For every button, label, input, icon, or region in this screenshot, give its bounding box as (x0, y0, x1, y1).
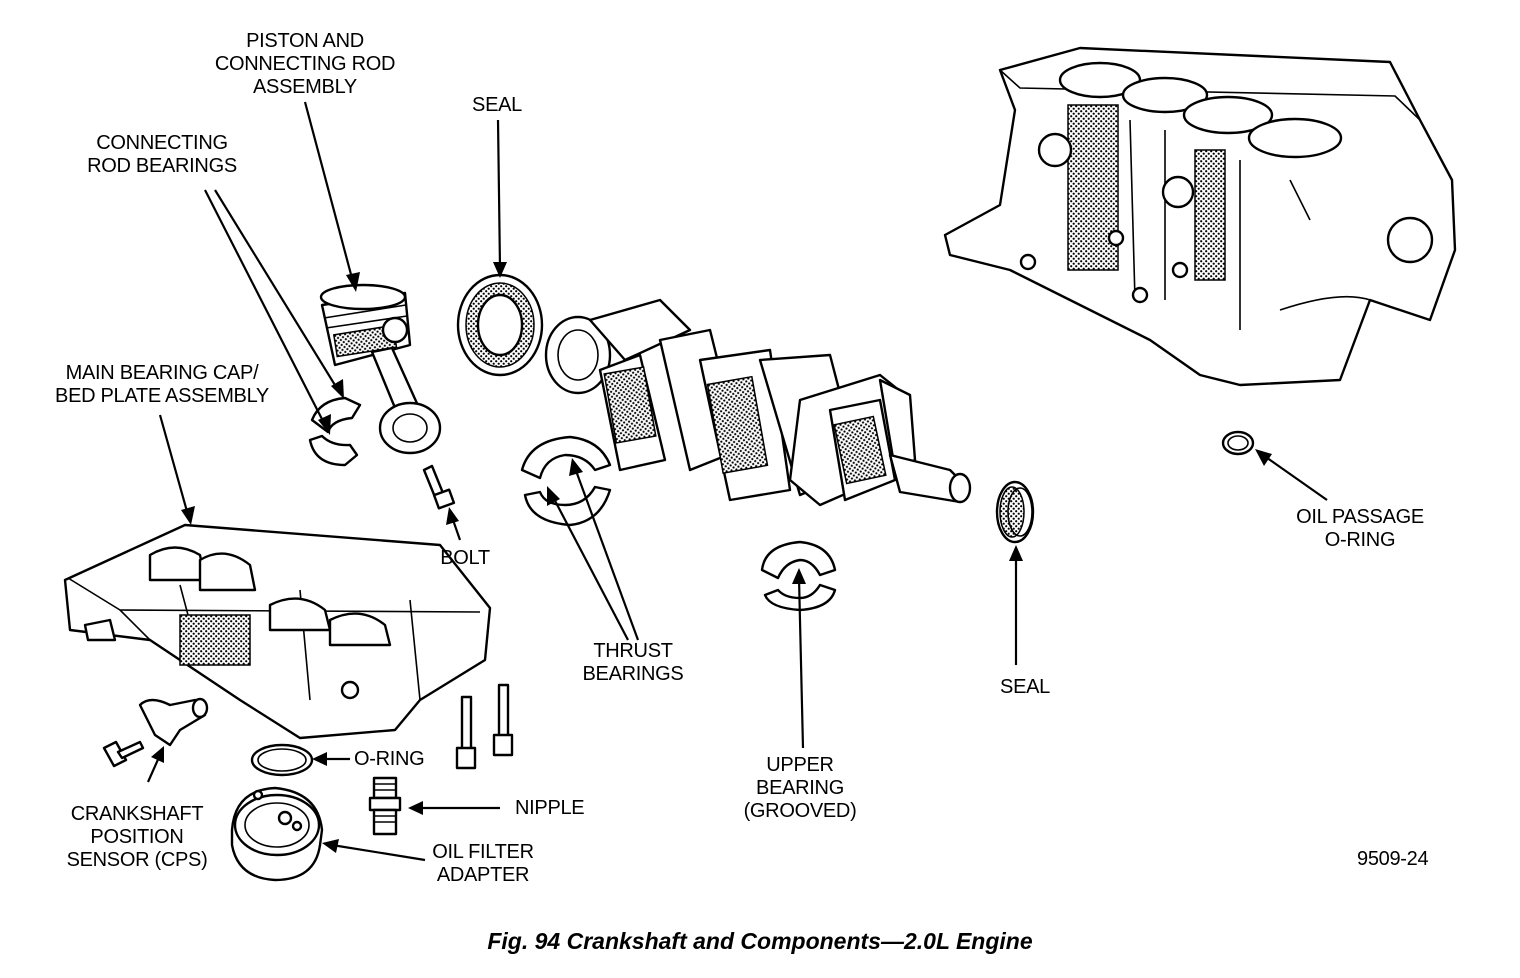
leader-lines (146, 101, 1328, 862)
label-oring: O-RING (354, 748, 425, 770)
upper-bearing-part (760, 540, 837, 612)
label-crankshaft-position-sensor: CRANKSHAFT POSITION SENSOR (CPS) (66, 803, 208, 871)
nipple-part (368, 776, 402, 836)
oring-part (250, 743, 314, 777)
label-oil-filter-adapter: OIL FILTER ADAPTER (432, 841, 534, 886)
rear-seal-part (456, 273, 544, 377)
rod-bearings-part (308, 396, 362, 467)
thrust-bearings-part (520, 435, 612, 527)
label-rear-seal: SEAL (472, 94, 522, 116)
piston-assembly (319, 283, 442, 455)
label-thrust-bearings: THRUST BEARINGS (582, 640, 684, 685)
label-bolt: BOLT (440, 547, 490, 569)
label-upper-bearing: UPPER BEARING (GROOVED) (743, 754, 857, 822)
oil-filter-adapter-part (230, 786, 324, 882)
cps-sensor-part (102, 697, 209, 768)
label-nipple: NIPPLE (515, 797, 585, 819)
label-front-seal: SEAL (1000, 676, 1050, 698)
label-connecting-rod-bearings: CONNECTING ROD BEARINGS (87, 132, 237, 177)
front-seal-part (995, 480, 1035, 544)
bed-plate-part (63, 523, 492, 740)
bolt-part (422, 464, 456, 510)
oil-passage-oring-part (1221, 430, 1255, 456)
engine-block (943, 46, 1457, 387)
label-main-bearing-cap: MAIN BEARING CAP/ BED PLATE ASSEMBLY (55, 362, 269, 407)
figure-code: 9509-24 (1357, 848, 1429, 870)
label-piston-and-connecting-rod: PISTON AND CONNECTING ROD ASSEMBLY (214, 30, 396, 98)
bed-plate-bolts (455, 683, 514, 770)
crankshaft-part (544, 298, 972, 507)
label-oil-passage-oring: OIL PASSAGE O-RING (1296, 506, 1424, 551)
figure-caption: Fig. 94 Crankshaft and Components—2.0L E… (487, 928, 1033, 954)
